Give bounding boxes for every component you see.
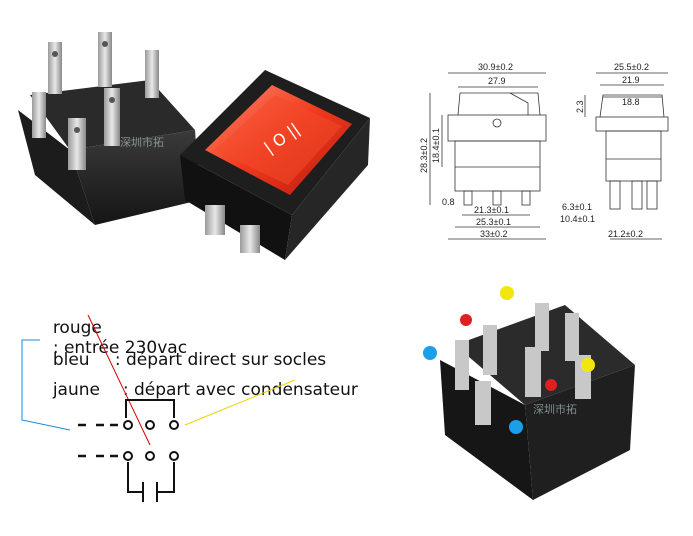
legend-rouge-key: rouge bbox=[52, 318, 102, 338]
dim-front-top-inner: 27.9 bbox=[488, 76, 506, 86]
legend-jaune-value: : départ avec condensateur bbox=[122, 380, 358, 400]
yellow-dot bbox=[500, 286, 514, 300]
legend-jaune-key: jaune bbox=[52, 380, 100, 400]
dim-side-top-inner: 18.8 bbox=[622, 97, 640, 107]
wiring-schematic bbox=[21, 314, 296, 502]
yellow-dot bbox=[581, 358, 595, 372]
input-dashes bbox=[78, 423, 118, 458]
side-view-flange bbox=[595, 116, 669, 132]
dim-front-pin-offset: 0.8 bbox=[442, 197, 455, 207]
legend-bleu-value: : départ direct sur socles bbox=[114, 350, 327, 370]
switch-photo: | O || 深圳市拓 bbox=[18, 32, 370, 260]
dim-side-pin-a: 6.3±0.1 bbox=[562, 202, 592, 212]
dim-front-pitch-outer: 25.3±0.1 bbox=[476, 217, 511, 227]
dim-side-top-mid: 21.9 bbox=[622, 75, 640, 85]
legend-rouge: rouge : entrée 230vac bbox=[42, 298, 187, 358]
dim-side-pin-b: 10.4±0.1 bbox=[560, 214, 595, 224]
dim-side-top-outer: 25.5±0.2 bbox=[614, 62, 649, 72]
capacitor-symbol bbox=[142, 482, 158, 502]
dim-front-height-inner: 18.4±0.1 bbox=[431, 128, 441, 163]
switch-rear-view bbox=[18, 32, 200, 225]
switch-front-view: | O || bbox=[180, 70, 370, 260]
blue-wire bbox=[21, 339, 71, 431]
dim-front-top-outer: 30.9±0.2 bbox=[478, 62, 513, 72]
red-dot bbox=[460, 314, 472, 326]
dim-front-bottom: 33±0.2 bbox=[480, 229, 507, 239]
red-wire bbox=[87, 314, 151, 446]
red-dot bbox=[545, 379, 557, 391]
front-view-rocker bbox=[457, 92, 541, 116]
legend-bleu-key: bleu bbox=[52, 350, 90, 370]
annotated-switch-photo: 深圳市拓 bbox=[423, 286, 635, 500]
side-view-body bbox=[605, 130, 662, 182]
blue-dot bbox=[509, 420, 523, 434]
dim-side-lip: 2.3 bbox=[575, 100, 585, 113]
photo-watermark: 深圳市拓 bbox=[120, 135, 164, 149]
capacitor-wire bbox=[127, 462, 175, 493]
dim-front-pitch-inner: 21.3±0.1 bbox=[474, 205, 509, 215]
annotated-watermark: 深圳市拓 bbox=[533, 402, 577, 416]
contact-terminals bbox=[123, 420, 179, 461]
legend-jaune: jaune : départ avec condensateur bbox=[42, 360, 358, 400]
dim-side-bottom: 21.2±0.2 bbox=[608, 229, 643, 239]
yellow-wire bbox=[184, 379, 296, 426]
dim-front-height-outer: 28.3±0.2 bbox=[419, 138, 429, 173]
top-bridge bbox=[125, 399, 175, 418]
dimension-drawing: 30.9±0.2 27.9 28.3±0.2 18.4±0.1 0.8 21.3… bbox=[419, 62, 669, 240]
front-view-body bbox=[454, 140, 541, 192]
side-view-rocker bbox=[599, 94, 665, 118]
legend-bleu: bleu : départ direct sur socles bbox=[42, 330, 326, 370]
legend-rouge-value: : entrée 230vac bbox=[52, 338, 188, 358]
blue-dot bbox=[423, 346, 437, 360]
